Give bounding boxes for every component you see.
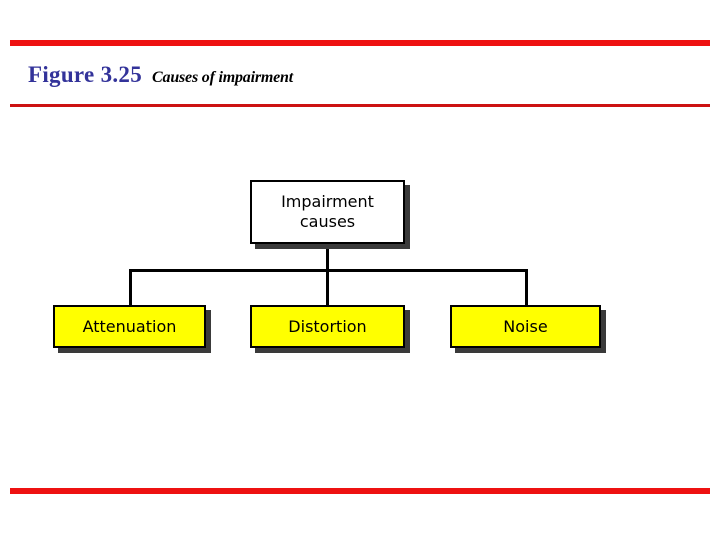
figure-caption-text: Causes of impairment (152, 69, 293, 86)
node-noise: Noise (450, 305, 601, 348)
node-attenuation-label: Attenuation (82, 316, 177, 336)
connector-drop-left (129, 269, 132, 307)
top-red-rule (10, 40, 710, 46)
node-root-label-line1: Impairment (281, 192, 374, 211)
connector-root-stem (326, 244, 329, 306)
title-underline-rule (10, 104, 710, 107)
connector-drop-right (525, 269, 528, 307)
node-noise-label: Noise (503, 316, 548, 336)
figure-number-label: Figure 3.25 (28, 62, 143, 87)
node-attenuation: Attenuation (53, 305, 206, 348)
node-distortion-label: Distortion (288, 316, 367, 336)
connector-horizontal-bus (129, 269, 528, 272)
node-root-label-line2: causes (299, 212, 356, 231)
slide-title: Figure 3.25 Causes of impairment (28, 62, 293, 88)
node-distortion: Distortion (250, 305, 405, 348)
bottom-red-rule (10, 488, 710, 494)
